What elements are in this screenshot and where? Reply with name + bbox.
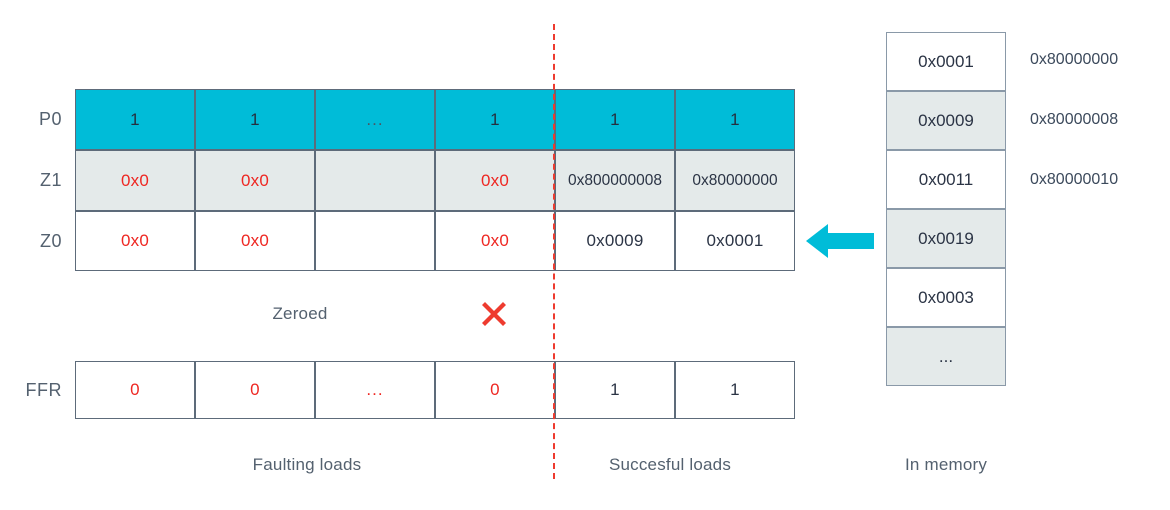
z1-cell-5: 0x80000000	[675, 150, 795, 211]
zeroed-label: Zeroed	[272, 304, 328, 323]
memory-cell-3: 0x0019	[886, 209, 1006, 268]
left-arrow-icon	[806, 222, 874, 265]
memory-cell-2: 0x0011	[886, 150, 1006, 209]
fault-boundary-divider	[553, 24, 555, 479]
row-label-ffr: FFR	[25, 379, 62, 400]
p0-cell-0: 1	[75, 89, 195, 150]
z1-cell-3: 0x0	[435, 150, 555, 211]
row-label-z0: Z0	[39, 230, 62, 251]
p0-cell-3: 1	[435, 89, 555, 150]
ffr-cell-3: 0	[435, 361, 555, 419]
z0-cell-0: 0x0	[75, 211, 195, 271]
z0-cell-3: 0x0	[435, 211, 555, 271]
cross-mark-icon	[474, 294, 514, 339]
z1-cell-2	[315, 150, 435, 211]
ffr-cell-2: ...	[315, 361, 435, 419]
ffr-cell-5: 1	[675, 361, 795, 419]
ffr-cell-4: 1	[555, 361, 675, 419]
z0-cell-1: 0x0	[195, 211, 315, 271]
row-label-z1: Z1	[39, 170, 62, 190]
caption-faulting-loads: Faulting loads	[252, 455, 362, 474]
p0-cell-2: ...	[315, 89, 435, 150]
p0-cell-5: 1	[675, 89, 795, 150]
z0-cell-4: 0x0009	[555, 211, 675, 271]
caption-successful-loads: Succesful loads	[608, 455, 732, 474]
memory-address-1: 0x80000008	[1030, 111, 1119, 128]
row-label-p0: P0	[38, 109, 62, 129]
z0-cell-2	[315, 211, 435, 271]
memory-cell-1: 0x0009	[886, 91, 1006, 150]
memory-cell-0: 0x0001	[886, 32, 1006, 91]
caption-in-memory: In memory	[904, 455, 988, 474]
z1-cell-0: 0x0	[75, 150, 195, 211]
ffr-cell-0: 0	[75, 361, 195, 419]
z0-cell-5: 0x0001	[675, 211, 795, 271]
ffr-cell-1: 0	[195, 361, 315, 419]
memory-cell-4: 0x0003	[886, 268, 1006, 327]
p0-cell-1: 1	[195, 89, 315, 150]
z1-cell-4: 0x800000008	[555, 150, 675, 211]
p0-cell-4: 1	[555, 89, 675, 150]
memory-address-0: 0x80000000	[1030, 51, 1119, 68]
memory-cell-5: ...	[886, 327, 1006, 386]
z1-cell-1: 0x0	[195, 150, 315, 211]
memory-address-2: 0x80000010	[1030, 171, 1119, 188]
